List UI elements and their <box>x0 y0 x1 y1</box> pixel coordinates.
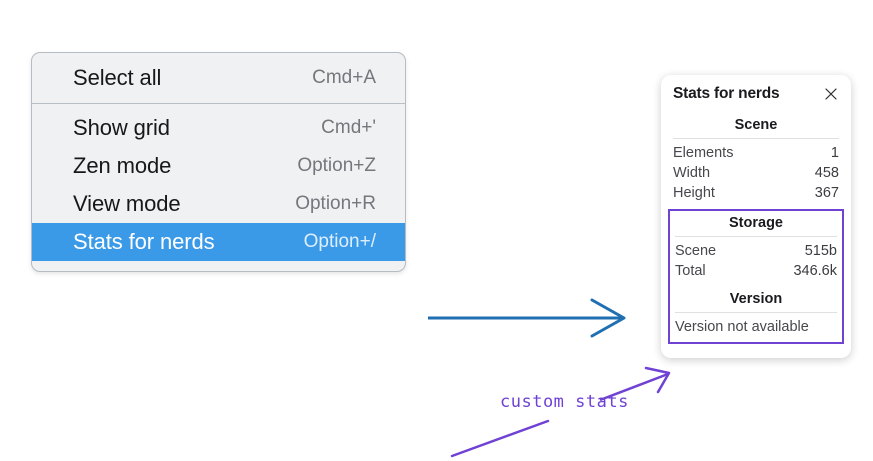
stat-value: 346.6k <box>793 263 837 279</box>
menu-group-2: Show grid Cmd+' Zen mode Option+Z View m… <box>32 109 405 261</box>
panel-title: Stats for nerds <box>673 85 780 102</box>
divider <box>675 236 837 237</box>
version-heading: Version <box>729 291 783 307</box>
storage-heading: Storage <box>729 215 783 231</box>
context-menu: Select all Cmd+A Show grid Cmd+' Zen mod… <box>31 52 406 272</box>
menu-item-select-all[interactable]: Select all Cmd+A <box>32 59 405 97</box>
menu-item-shortcut: Cmd+A <box>312 67 376 88</box>
menu-item-shortcut: Option+Z <box>297 155 376 176</box>
stat-value: 458 <box>814 165 839 181</box>
stat-row: Width 458 <box>673 163 839 183</box>
blue-arrow-annotation <box>428 298 626 338</box>
menu-group-1: Select all Cmd+A <box>32 59 405 97</box>
version-value: Version not available <box>675 319 809 335</box>
stat-label: Scene <box>675 243 717 259</box>
scene-heading: Scene <box>734 117 778 133</box>
stat-value: 515b <box>804 243 837 259</box>
menu-item-label: Select all <box>73 65 162 90</box>
version-section: Version Version not available <box>675 281 837 337</box>
stat-value: 367 <box>814 185 839 201</box>
menu-item-label: Stats for nerds <box>73 229 215 254</box>
menu-item-view-mode[interactable]: View mode Option+R <box>32 185 405 223</box>
stat-row: Elements 1 <box>673 143 839 163</box>
stat-label: Width <box>673 165 711 181</box>
scene-section: Scene Elements 1 Width 458 Height 367 <box>673 117 839 203</box>
stat-row: Total 346.6k <box>675 261 837 281</box>
menu-item-show-grid[interactable]: Show grid Cmd+' <box>32 109 405 147</box>
menu-item-shortcut: Option+R <box>295 193 376 214</box>
menu-item-shortcut: Option+/ <box>303 231 376 252</box>
menu-separator <box>32 103 405 104</box>
stat-label: Elements <box>673 145 734 161</box>
divider <box>673 138 839 139</box>
menu-item-label: Zen mode <box>73 153 172 178</box>
annotation-caption: custom stats <box>500 392 629 412</box>
stat-row: Scene 515b <box>675 241 837 261</box>
stats-panel-header: Stats for nerds <box>673 85 839 103</box>
purple-underline-annotation <box>450 419 550 458</box>
menu-item-label: View mode <box>73 191 181 216</box>
storage-section: Storage Scene 515b Total 346.6k <box>675 215 837 281</box>
stats-for-nerds-panel: Stats for nerds Scene Elements 1 Width 4… <box>661 75 851 358</box>
stat-label: Height <box>673 185 715 201</box>
stat-label: Total <box>675 263 706 279</box>
menu-item-label: Show grid <box>73 115 170 140</box>
menu-item-stats-for-nerds[interactable]: Stats for nerds Option+/ <box>32 223 405 261</box>
divider <box>675 312 837 313</box>
menu-item-zen-mode[interactable]: Zen mode Option+Z <box>32 147 405 185</box>
menu-item-shortcut: Cmd+' <box>321 117 376 138</box>
stat-row: Height 367 <box>673 183 839 203</box>
close-icon[interactable] <box>823 86 839 102</box>
custom-stats-highlight-box: Storage Scene 515b Total 346.6k Version … <box>668 209 844 344</box>
stat-value: 1 <box>830 145 839 161</box>
